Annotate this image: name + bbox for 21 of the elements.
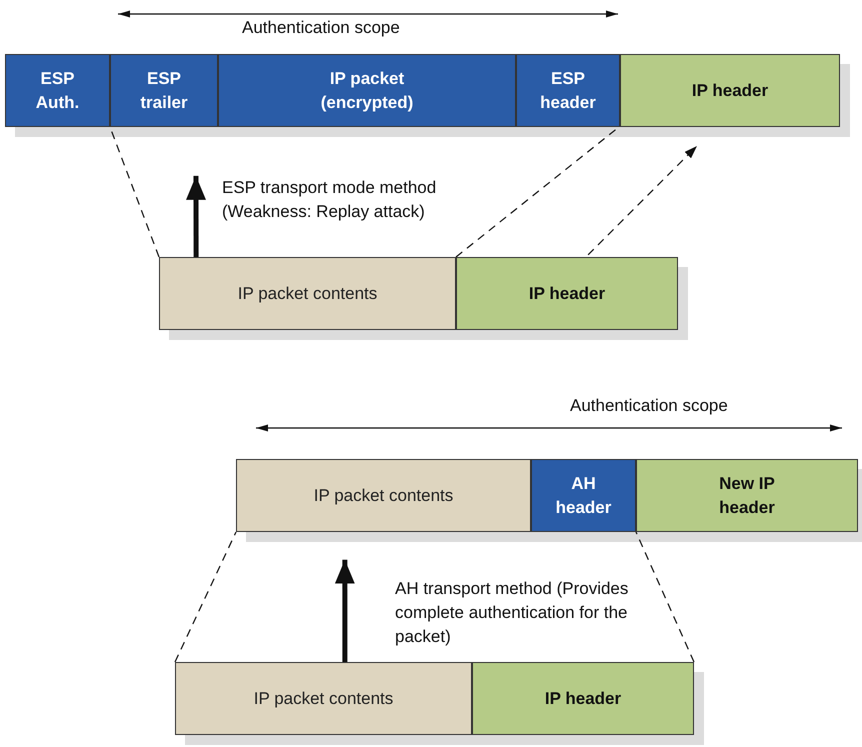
header-field: ESP trailer: [110, 54, 218, 127]
edge-label: AH transport method (Provides complete authentication for the packet): [395, 578, 630, 648]
header-field: IP header: [456, 257, 678, 330]
scope-label: Authentication scope: [570, 396, 728, 416]
header-field: IP header: [472, 662, 694, 735]
header-field: IP packet (encrypted): [218, 54, 516, 127]
header-field: New IP header: [636, 459, 858, 532]
arrow: [588, 146, 698, 256]
payload-field: IP packet contents: [159, 257, 456, 330]
header-field: ESP Auth.: [5, 54, 110, 127]
payload-field: IP packet contents: [175, 662, 472, 735]
arrow: [186, 176, 206, 257]
header-field: IP header: [620, 54, 840, 127]
mapping-line: [635, 532, 695, 662]
arrow: [334, 560, 355, 662]
header-field: AH header: [531, 459, 636, 532]
edge-label: ESP transport mode method (Weakness: Replay attack): [222, 177, 438, 223]
header-field: ESP header: [516, 54, 620, 127]
payload-field: IP packet contents: [236, 459, 531, 532]
mapping-line: [174, 532, 237, 662]
scope-label: Authentication scope: [242, 18, 400, 38]
